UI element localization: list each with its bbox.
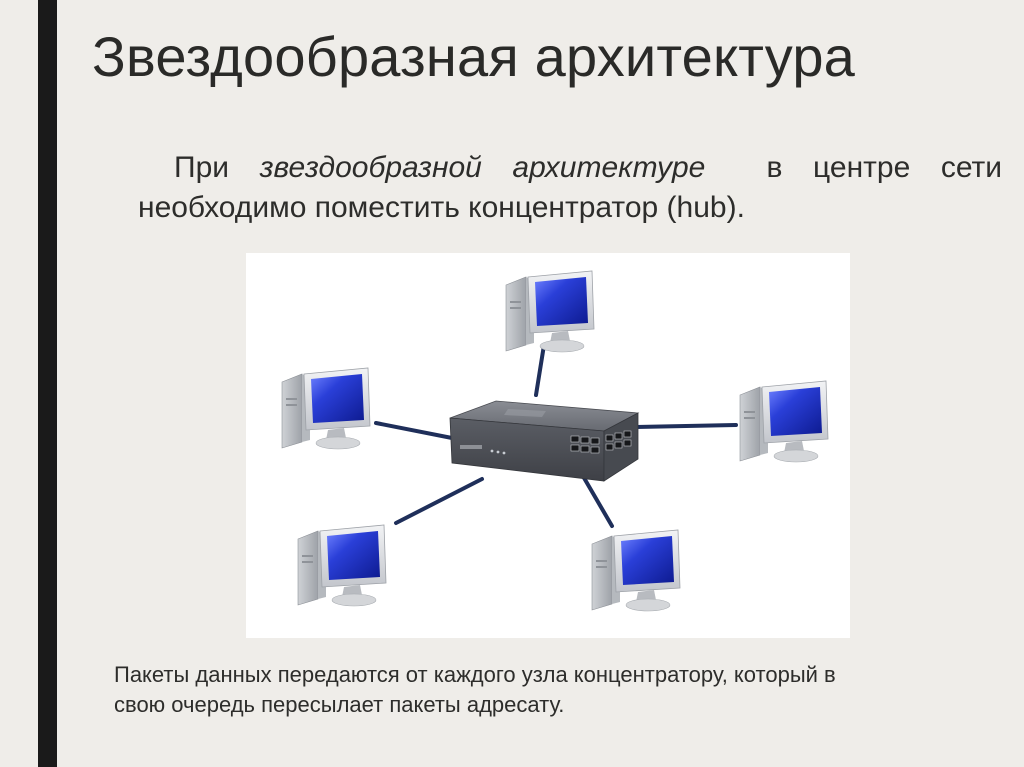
computer-bottom-left xyxy=(297,524,387,607)
computer-right xyxy=(739,380,829,463)
caption-paragraph: Пакеты данных передаются от каждого узла… xyxy=(114,660,914,720)
caption-line-2: свою очередь пересылает пакеты адресату. xyxy=(114,692,565,717)
intro-emphasis: звездообразной архитектуре xyxy=(259,151,706,184)
network-switch-icon xyxy=(449,400,640,482)
caption-line-1: Пакеты данных передаются от каждого узла… xyxy=(114,662,836,687)
cable-bottom-right xyxy=(578,469,614,528)
left-accent-bar xyxy=(38,0,57,767)
cable-left xyxy=(374,421,454,440)
cable-right xyxy=(634,423,738,429)
intro-prefix: При xyxy=(174,151,230,184)
intro-suffix: в центре сети xyxy=(766,151,1003,184)
star-topology-svg xyxy=(281,270,829,612)
intro-paragraph: При звездообразной архитектуре в центре … xyxy=(138,148,1002,228)
intro-line-2: необходимо поместить концентратор (hub). xyxy=(138,191,745,224)
computer-bottom-right xyxy=(591,529,681,612)
cable-top xyxy=(534,343,546,397)
cables xyxy=(374,343,738,528)
slide-title: Звездообразная архитектура xyxy=(92,25,856,88)
star-topology-diagram xyxy=(246,253,850,638)
intro-line-1: При звездообразной архитектуре в центре … xyxy=(138,148,1002,188)
computer-top xyxy=(505,270,595,353)
cable-bottom-left xyxy=(394,477,484,525)
computer-left xyxy=(281,367,371,450)
